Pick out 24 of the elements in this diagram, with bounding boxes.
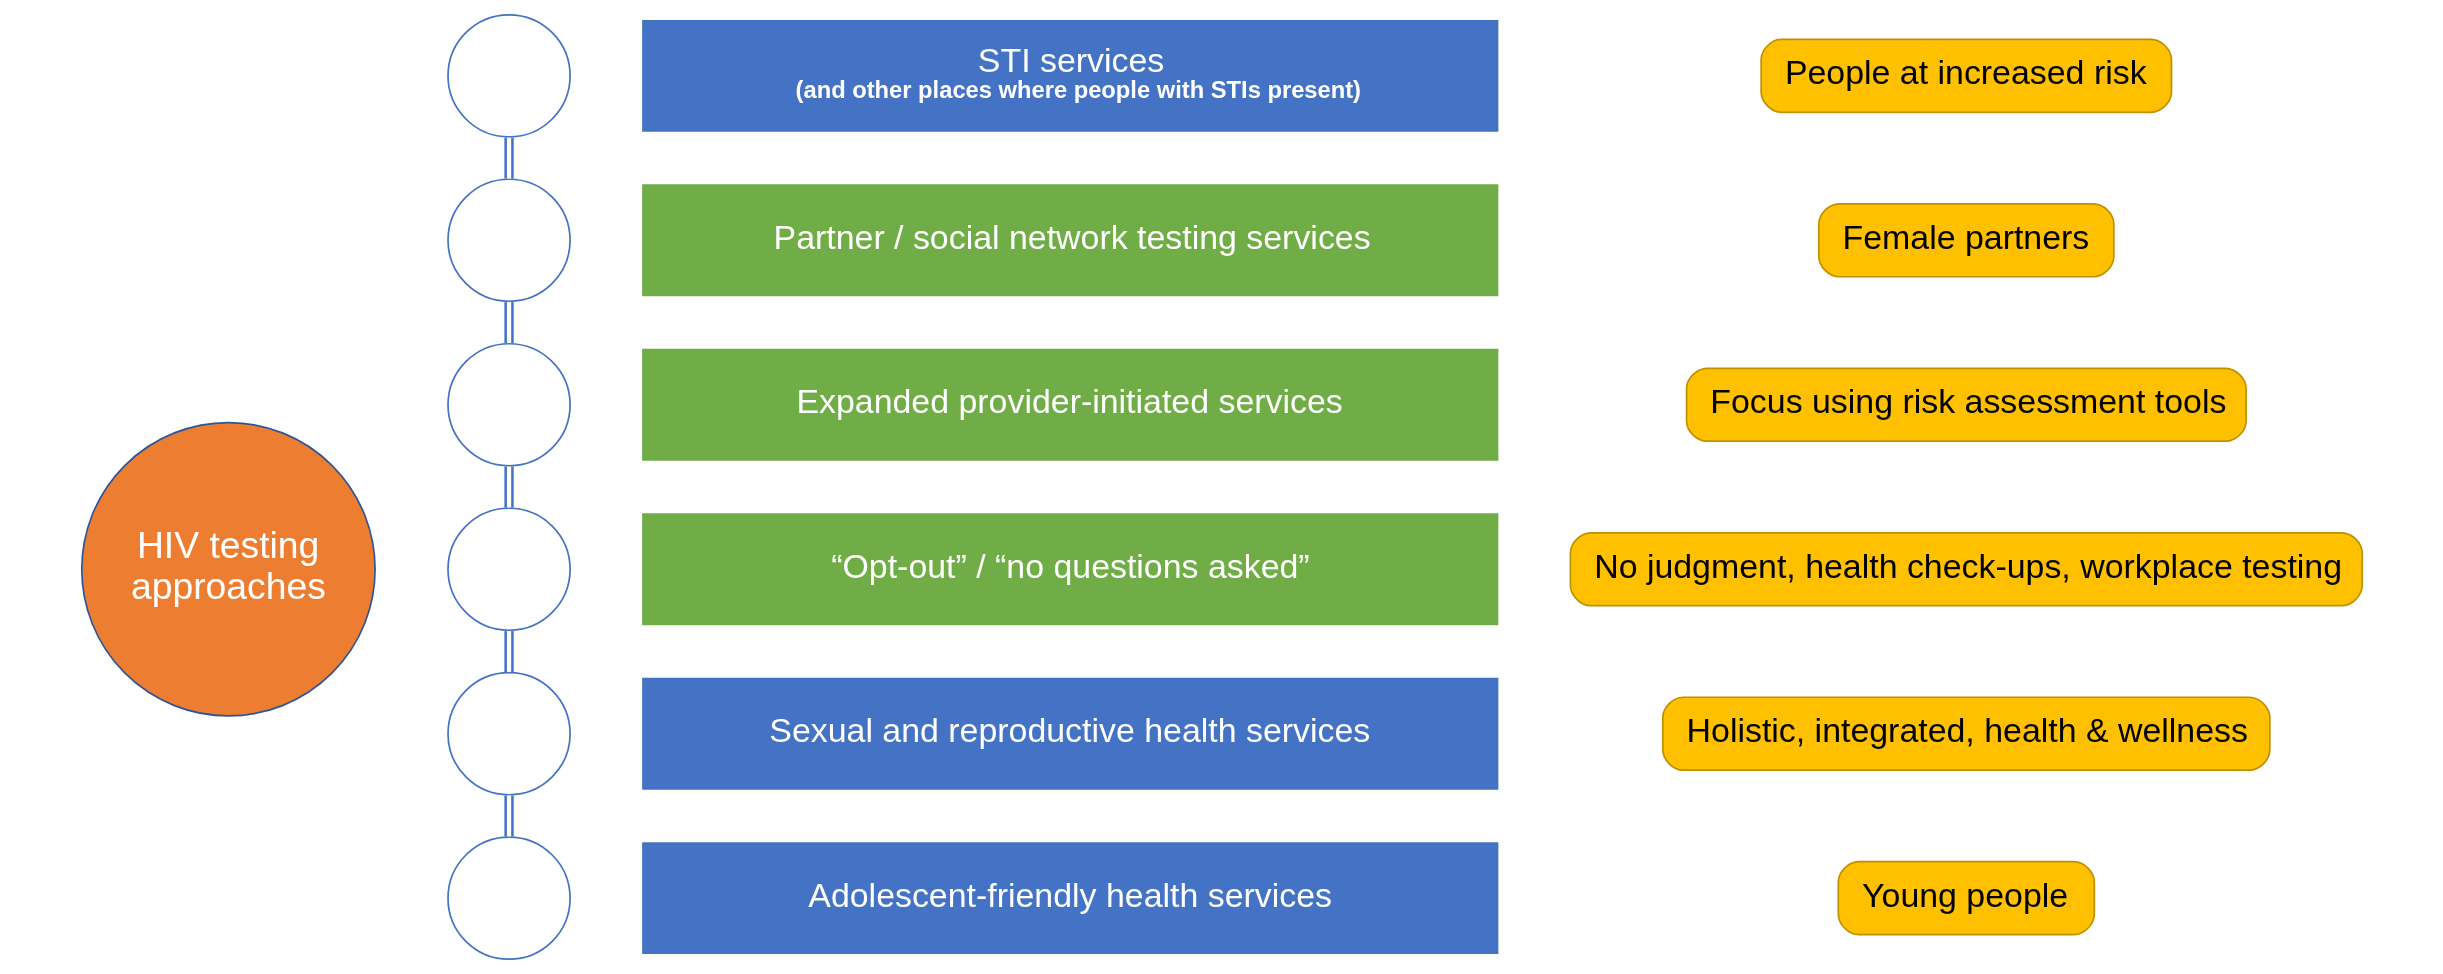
node-box: Young people xyxy=(1836,860,2095,936)
node-box: Adolescent-friendly health services xyxy=(641,842,1498,955)
node-box: Holistic, integrated, health & wellness xyxy=(1661,696,2271,771)
node-box: STI services (and other places where people with STIs present) xyxy=(641,19,1498,132)
connector xyxy=(503,466,514,508)
node-box: No judgment, health check-ups, workplace testing xyxy=(1569,531,2363,607)
node-box: People at increased risk xyxy=(1759,38,2172,114)
node-circle xyxy=(446,178,571,303)
connector xyxy=(503,302,514,344)
node-circle xyxy=(446,13,571,138)
node-circle xyxy=(446,836,571,961)
connector xyxy=(503,137,514,179)
node-box: Sexual and reproductive health services xyxy=(641,677,1498,790)
node-box: “Opt-out” / “no questions asked” xyxy=(641,513,1498,626)
node-box: Focus using risk assessment tools xyxy=(1685,367,2247,443)
node-circle xyxy=(446,342,571,467)
connector xyxy=(503,631,514,672)
node-box: Partner / social network testing services xyxy=(641,184,1498,297)
node-circle: HIV testing approaches xyxy=(80,421,376,717)
node-circle xyxy=(446,507,571,632)
node-box: Female partners xyxy=(1817,203,2115,278)
node-box: Expanded provider-initiated services xyxy=(641,348,1498,461)
node-circle xyxy=(446,671,571,796)
connector xyxy=(503,795,514,837)
